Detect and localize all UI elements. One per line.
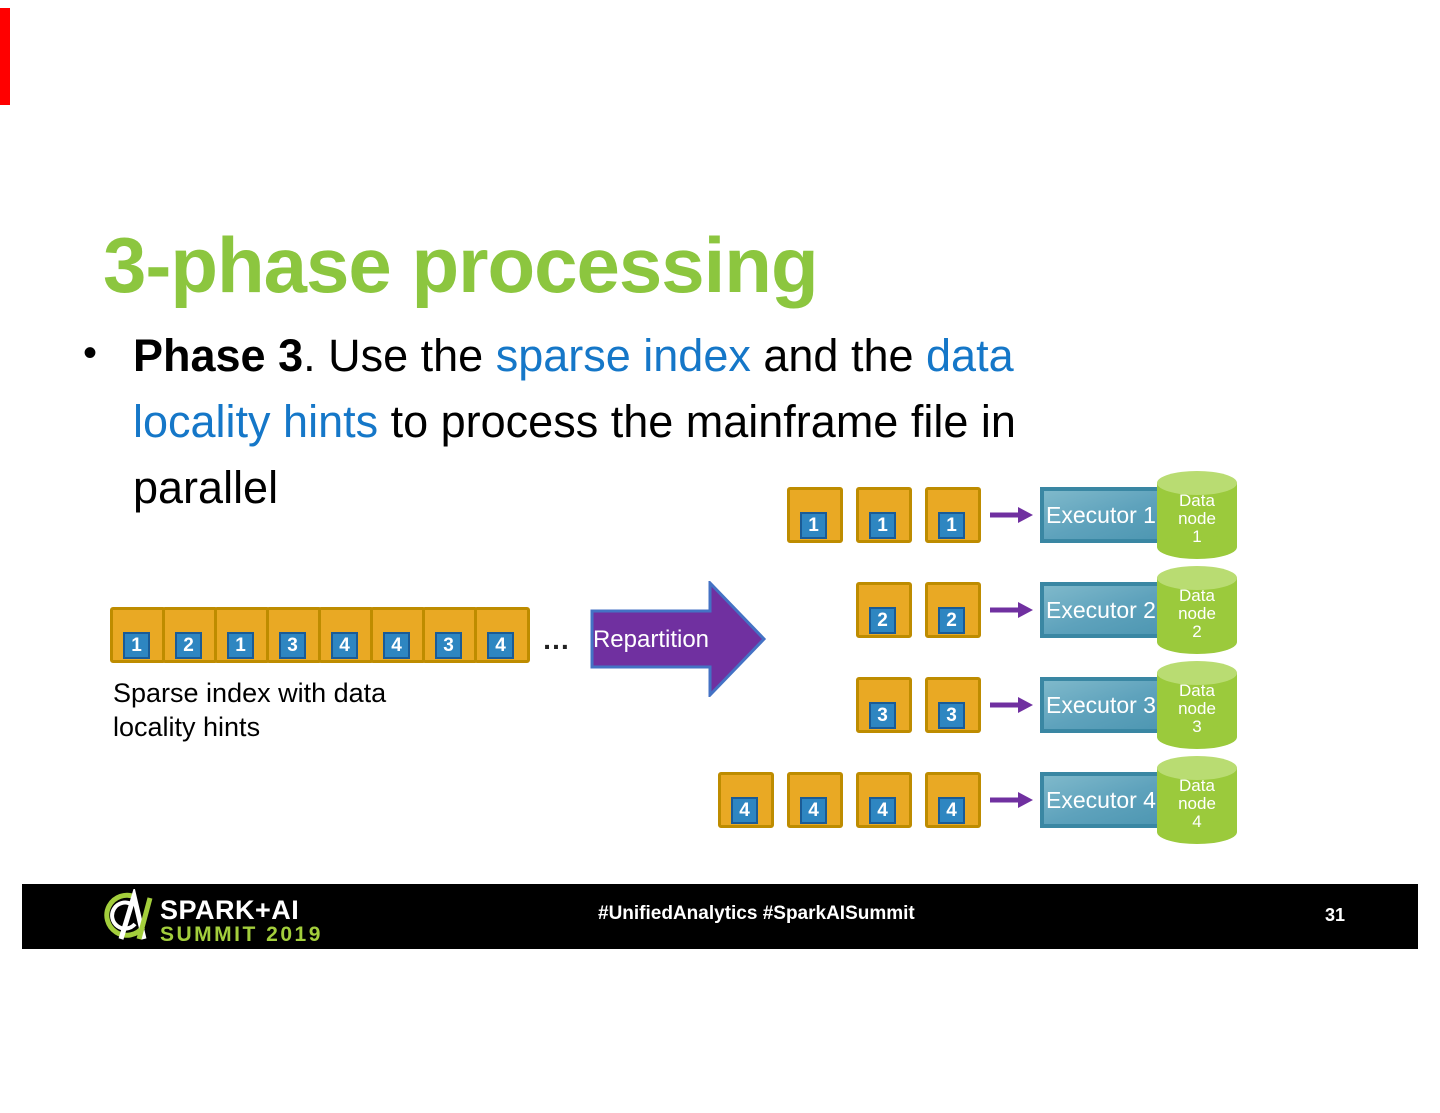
flow-arrow [990,697,1033,713]
locality-chip: 4 [869,797,896,824]
locality-chip: 4 [383,632,410,659]
partition-chunk: 1 [787,487,843,543]
locality-chip: 2 [938,607,965,634]
bullet-line-2: locality hints to process the mainframe … [133,396,1016,448]
bullet-text: to process the mainframe file in [378,396,1016,447]
cylinder-shape [1157,471,1237,559]
partition-chunk: 3 [856,677,912,733]
bullet-bold-text: Phase 3 [133,330,304,381]
partition-chunk: 4 [718,772,774,828]
data-node-cylinder: Data node 3 [1156,660,1238,750]
sparse-chunk: 4 [474,607,530,663]
partition-chunk: 4 [856,772,912,828]
locality-chip: 4 [800,797,827,824]
bullet-text: . Use the [303,330,496,381]
data-node-cylinder: Data node 4 [1156,755,1238,845]
executor-box: Executor 1 [1040,487,1162,543]
bullet-marker: • [83,331,98,375]
locality-chip: 1 [869,512,896,539]
data-node-cylinder: Data node 1 [1156,470,1238,560]
bullet-line-1: Phase 3. Use the sparse index and the da… [133,330,1014,382]
partition-chunk: 4 [787,772,843,828]
slide-page-number: 31 [1325,905,1346,925]
locality-chip: 1 [227,632,254,659]
repartition-arrow-shape [590,581,767,697]
slide-title: 3-phase processing [103,221,819,309]
locality-chip: 4 [731,797,758,824]
bullet-highlight-sparse-index: sparse index [495,330,751,381]
partition-chunk: 4 [925,772,981,828]
sparse-chunk: 1 [110,607,166,663]
data-node-label: Data node 3 [1178,681,1216,736]
bullet-highlight-locality-hints: locality hints [133,396,379,447]
executor-box: Executor 3 [1040,677,1162,733]
bullet-line-3: parallel [133,462,279,513]
repartition-label: Repartition [593,626,709,653]
data-node-label: Data node 4 [1178,776,1216,831]
locality-chip: 1 [123,632,150,659]
locality-chip: 3 [279,632,306,659]
footer-logo-spark-ai: SPARK+AI [160,895,300,925]
bullet-text: and the [750,330,927,381]
sparse-chunk: 4 [370,607,426,663]
partition-chunk: 1 [856,487,912,543]
sparse-row-ellipsis: … [542,624,572,655]
cylinder-shape [1157,566,1237,654]
footer-hashtags: #UnifiedAnalytics #SparkAISummit [598,903,915,924]
footer-logo-summit-2019: SUMMIT 2019 [160,923,323,946]
red-edge-marker [0,8,10,105]
sparse-chunk: 4 [318,607,374,663]
spark-ai-logo-icon [104,889,153,940]
cylinder-shape [1157,756,1237,844]
footer-bar [22,884,1418,949]
locality-chip: 4 [487,632,514,659]
partition-chunk: 2 [856,582,912,638]
sparse-chunk: 2 [162,607,218,663]
data-node-label: Data node 1 [1178,491,1216,546]
sparse-chunk: 3 [266,607,322,663]
bullet-highlight-data: data [926,330,1014,381]
sparse-chunk: 1 [214,607,270,663]
locality-chip: 1 [800,512,827,539]
partition-chunk: 1 [925,487,981,543]
data-node-label: Data node 2 [1178,586,1216,641]
locality-chip: 4 [331,632,358,659]
executor-box: Executor 2 [1040,582,1162,638]
flow-arrow [990,792,1033,808]
cylinder-shape [1157,661,1237,749]
locality-chip: 2 [175,632,202,659]
repartition-arrow: Repartition [590,581,767,697]
locality-chip: 3 [938,702,965,729]
sparse-index-caption: Sparse index with data locality hints [113,678,387,742]
flow-arrow [990,507,1033,523]
locality-chip: 3 [435,632,462,659]
locality-chip: 2 [869,607,896,634]
flow-arrow [990,602,1033,618]
data-node-cylinder: Data node 2 [1156,565,1238,655]
locality-chip: 4 [938,797,965,824]
sparse-chunk: 3 [422,607,478,663]
locality-chip: 1 [938,512,965,539]
locality-chip: 3 [869,702,896,729]
executor-box: Executor 4 [1040,772,1162,828]
partition-chunk: 3 [925,677,981,733]
partition-chunk: 2 [925,582,981,638]
